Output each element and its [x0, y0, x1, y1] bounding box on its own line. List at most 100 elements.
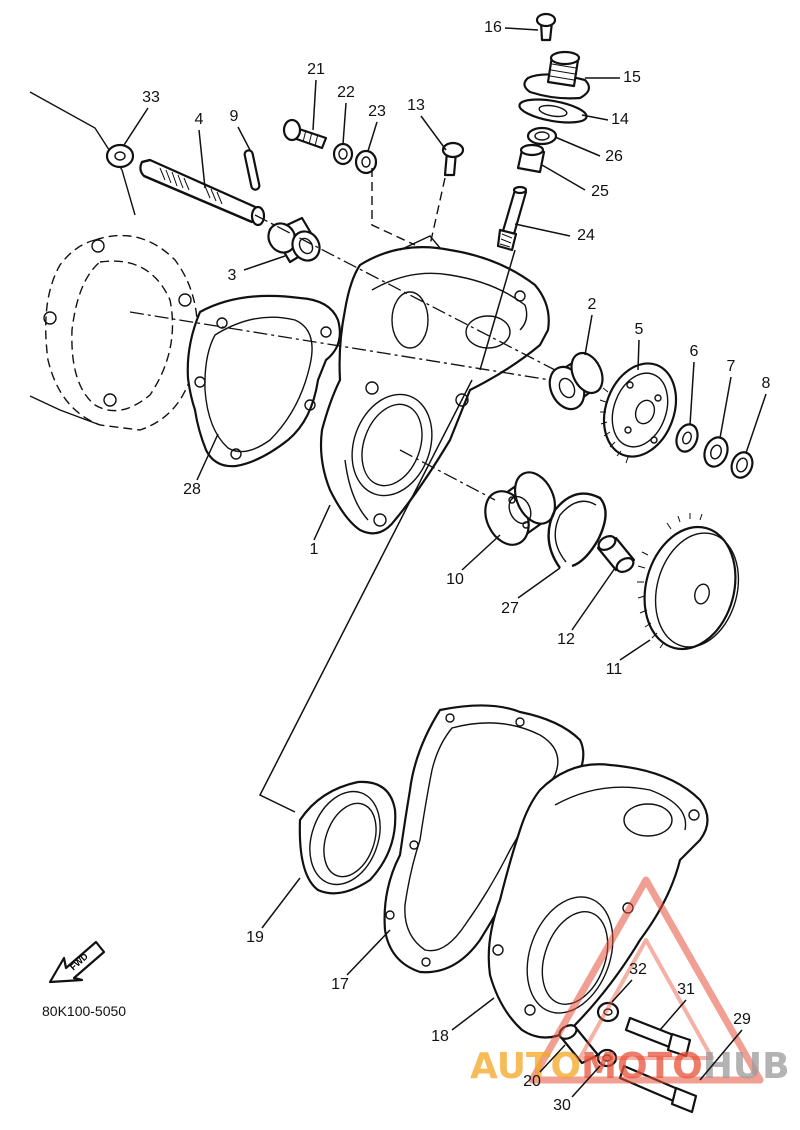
- crankcase-outline: [29, 91, 199, 431]
- callout-20: 20: [523, 1073, 541, 1090]
- leader-line-28: [196, 433, 219, 481]
- leader-line-30: [571, 1065, 601, 1098]
- bolt-31: [624, 1016, 692, 1058]
- gear-24: [496, 185, 528, 252]
- callout-33: 33: [142, 89, 160, 106]
- leader-line-17: [346, 929, 391, 976]
- leader-line-31: [659, 999, 687, 1031]
- callout-29: 29: [733, 1011, 751, 1028]
- bearing-2: [548, 351, 604, 411]
- gasket-17: [383, 704, 585, 974]
- gear-5: [599, 362, 678, 464]
- leader-line-33: [123, 107, 149, 146]
- leader-line-16: [504, 27, 539, 31]
- callout-30: 30: [553, 1097, 571, 1114]
- leader-line-14: [581, 114, 609, 121]
- callout-9: 9: [230, 108, 239, 125]
- callout-2: 2: [588, 296, 597, 313]
- callout-10: 10: [446, 571, 464, 588]
- callout-6: 6: [690, 343, 699, 360]
- leader-line-20: [539, 1044, 566, 1073]
- callout-16: 16: [484, 19, 502, 36]
- leader-line-23: [367, 121, 378, 152]
- circlip-8: [730, 451, 754, 479]
- callout-23: 23: [368, 103, 386, 120]
- leader-line-32: [611, 979, 633, 1003]
- callout-22: 22: [337, 84, 355, 101]
- watermark-logo: AUTOMOTOHUB: [470, 876, 790, 1087]
- cover-18: [487, 763, 709, 1039]
- leader-line-29: [699, 1029, 743, 1081]
- washer-23: [354, 149, 378, 175]
- callout-19: 19: [246, 929, 264, 946]
- callout-17: 17: [331, 976, 349, 993]
- watermark-text-auto: AUTOMOTOHUB: [470, 1046, 790, 1087]
- housing-15: [523, 50, 591, 100]
- leader-line-19: [261, 877, 301, 929]
- callout-3: 3: [228, 267, 237, 284]
- gasket-28: [186, 294, 341, 468]
- leader-line-25: [541, 164, 586, 191]
- lockwasher-6: [675, 423, 699, 453]
- callout-12: 12: [557, 631, 575, 648]
- bolt-13: [441, 141, 465, 177]
- callout-7: 7: [727, 358, 736, 375]
- leader-line-24: [514, 223, 571, 237]
- leader-line-21: [312, 79, 317, 131]
- leader-line-9: [237, 126, 251, 151]
- bearing-10: [484, 471, 557, 546]
- washer-32: [596, 1001, 620, 1023]
- leader-line-2: [584, 314, 593, 356]
- diagram-code: 80K100-5050: [42, 1003, 126, 1019]
- callout-32: 32: [629, 961, 647, 978]
- callout-1: 1: [310, 541, 319, 558]
- leader-line-27: [517, 567, 561, 599]
- callout-15: 15: [623, 69, 641, 86]
- bolt-21: [282, 118, 328, 150]
- callout-18: 18: [431, 1028, 449, 1045]
- callout-31: 31: [677, 981, 695, 998]
- callout-28: 28: [183, 481, 201, 498]
- callout-25: 25: [591, 183, 609, 200]
- leader-line-4: [198, 129, 206, 189]
- oil-seal-19: [298, 780, 397, 895]
- leader-line-11: [619, 639, 651, 661]
- axis-lines: [129, 168, 556, 813]
- leader-line-3: [243, 255, 286, 271]
- oring-26: [526, 126, 558, 146]
- leader-line-12: [571, 567, 616, 631]
- callout-5: 5: [635, 321, 644, 338]
- leader-line-13: [420, 115, 447, 151]
- seal-14: [518, 98, 588, 124]
- leader-line-22: [342, 102, 347, 145]
- callout-13: 13: [407, 97, 425, 114]
- washer-30: [596, 1048, 618, 1068]
- screw-16: [535, 12, 557, 42]
- leader-line-1: [313, 504, 331, 541]
- leader-line-10: [461, 534, 501, 571]
- callout-11: 11: [606, 661, 623, 678]
- housing-cover-1: [319, 235, 550, 535]
- callout-24: 24: [577, 227, 595, 244]
- forward-arrow-icon: FWD: [48, 940, 106, 984]
- callout-14: 14: [611, 111, 629, 128]
- gear-11: [637, 513, 740, 651]
- shaft-4: [139, 158, 266, 227]
- leader-line-8: [745, 393, 767, 454]
- pin-9: [243, 149, 261, 191]
- leader-lines: [123, 27, 767, 1098]
- washer-22: [332, 142, 354, 166]
- callout-27: 27: [501, 600, 519, 617]
- leader-line-5: [637, 339, 640, 371]
- leader-line-26: [554, 136, 601, 157]
- collar-3: [267, 216, 321, 264]
- bushing-25: [516, 143, 546, 174]
- leader-line-6: [689, 361, 695, 426]
- leader-line-7: [719, 376, 732, 439]
- washer-7: [703, 436, 729, 468]
- callout-4: 4: [195, 111, 204, 128]
- callout-26: 26: [605, 148, 623, 165]
- callout-labels: 1234567891011121314151617181920212223242…: [142, 19, 770, 1114]
- circlip-27: [547, 492, 607, 569]
